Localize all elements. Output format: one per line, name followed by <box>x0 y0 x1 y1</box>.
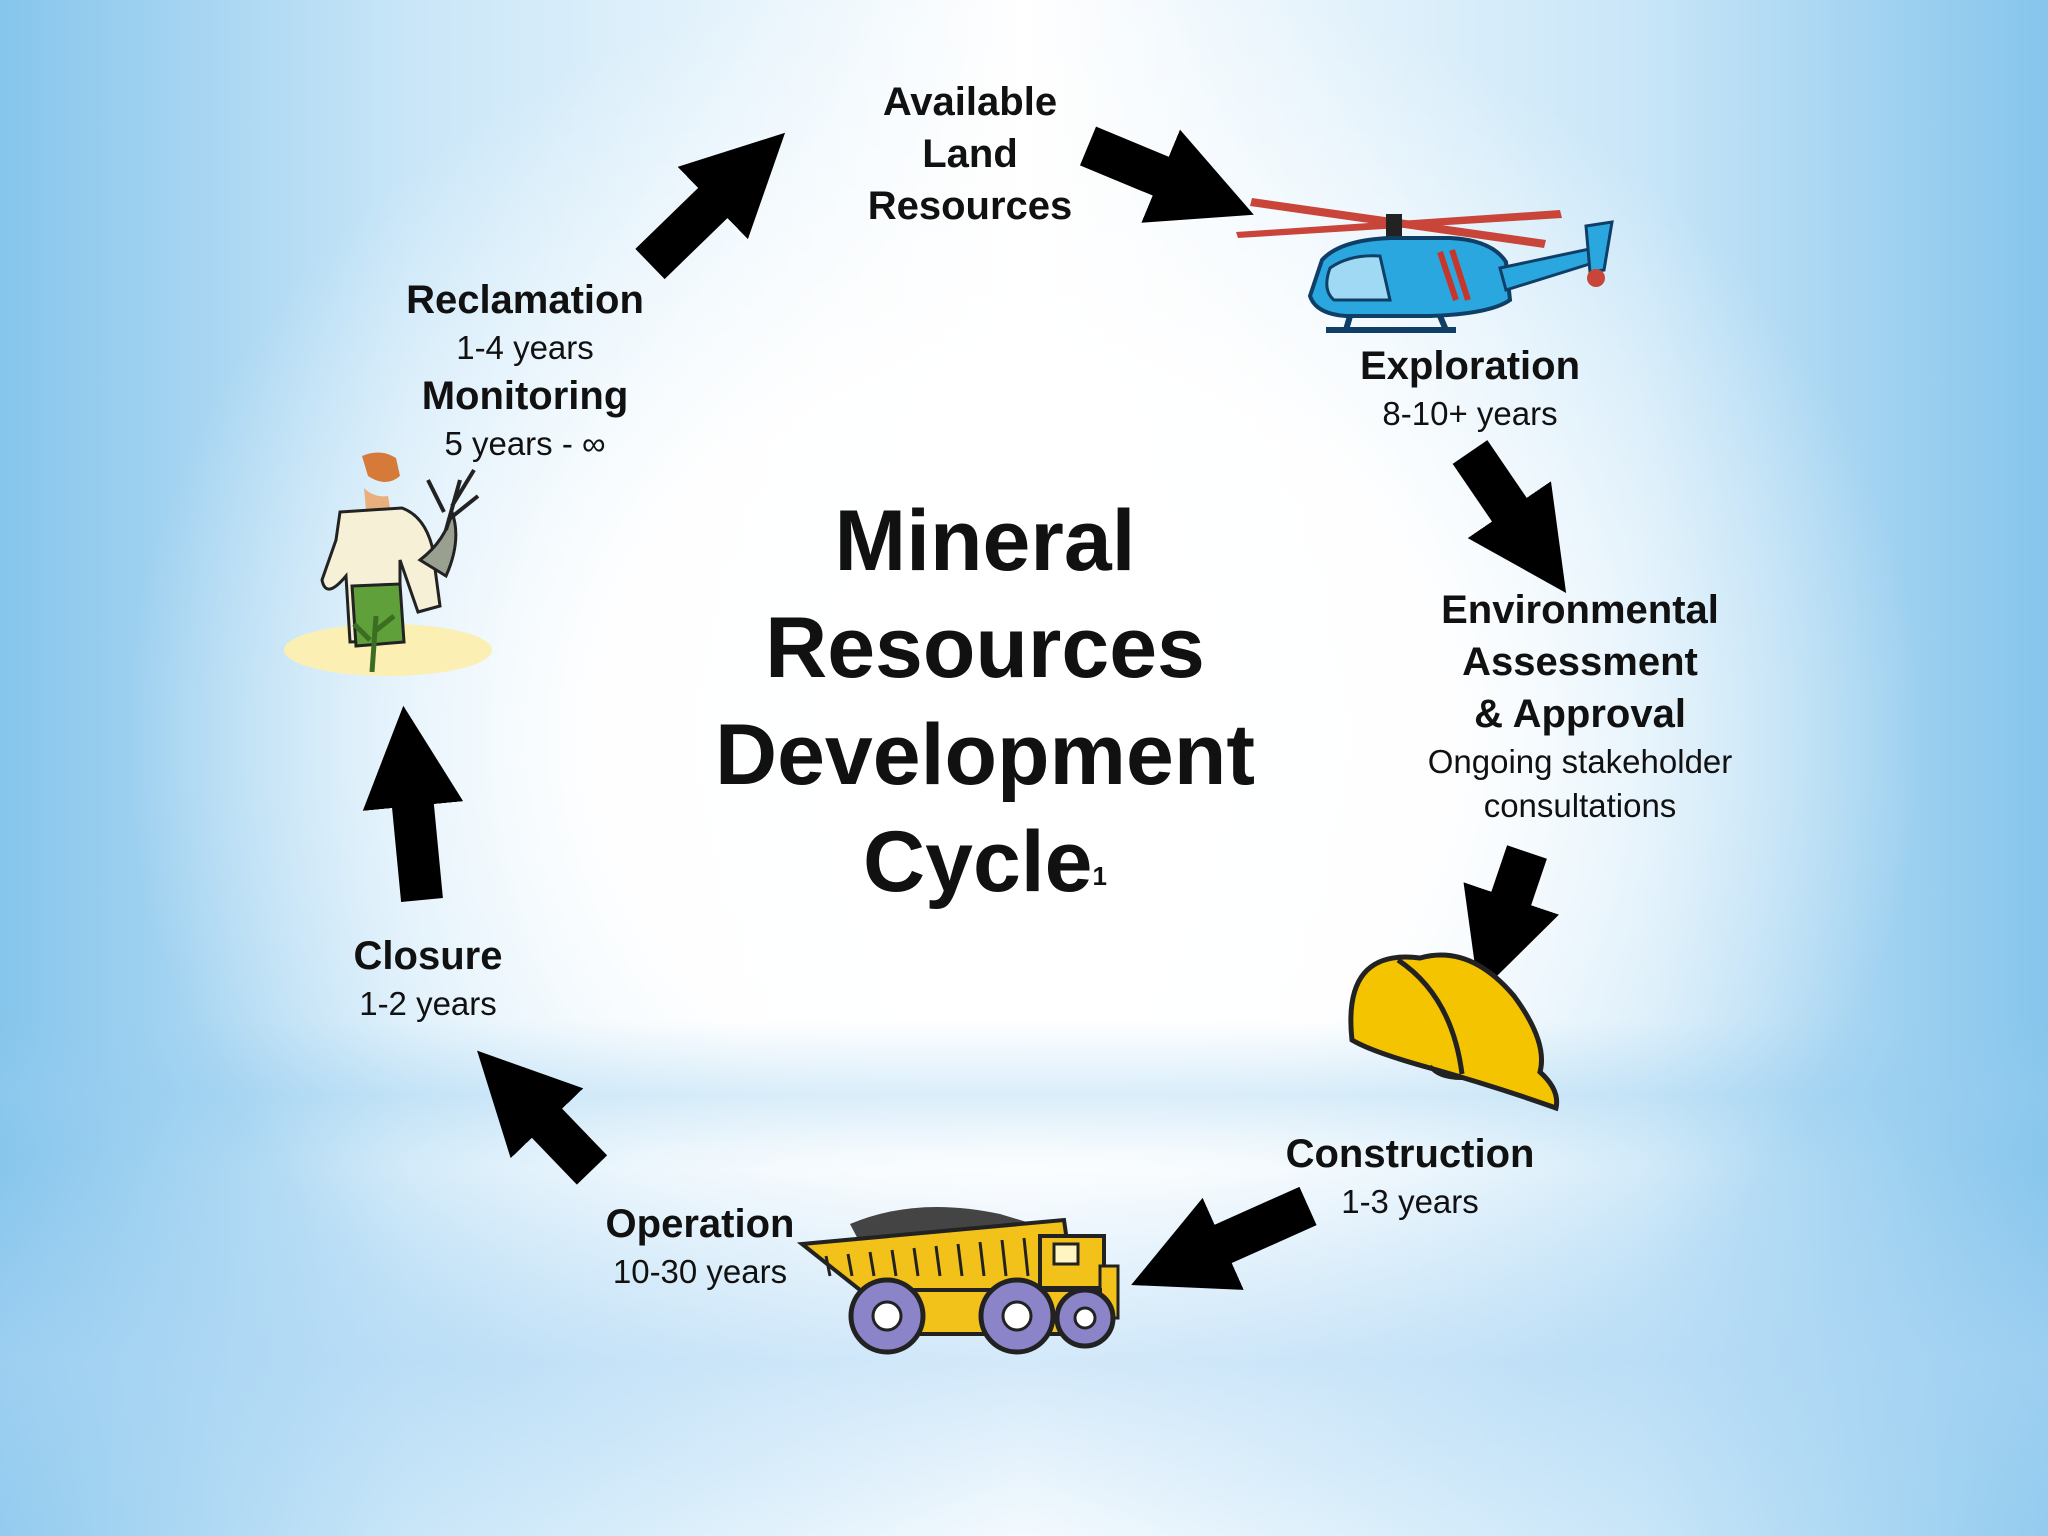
title-line: Resources <box>600 595 1370 702</box>
stage-title-line: Assessment <box>1380 636 1780 688</box>
arrow-exploration-to-assessment <box>1470 452 1515 518</box>
arrow-closure-to-reclamation <box>412 796 422 900</box>
title-line: Mineral <box>600 488 1370 595</box>
stage-title-line: & Approval <box>1380 688 1780 740</box>
stage-title: Closure <box>308 930 548 982</box>
planting-worker-icon <box>284 452 492 676</box>
monitoring-title: Monitoring <box>370 370 680 422</box>
stage-environmental-assessment: Environmental Assessment & Approval Ongo… <box>1380 584 1780 828</box>
stage-duration: 1-3 years <box>1240 1180 1580 1224</box>
stage-available-land: Available Land Resources <box>830 76 1110 232</box>
diagram-title: Mineral Resources Development Cycle1 <box>600 488 1370 916</box>
haul-truck-icon <box>802 1207 1118 1352</box>
stage-title: Construction <box>1240 1128 1580 1180</box>
title-line: Development <box>600 702 1370 809</box>
stage-reclamation: Reclamation 1-4 years Monitoring 5 years… <box>370 274 680 466</box>
stage-construction: Construction 1-3 years <box>1240 1128 1580 1224</box>
stage-note-line: consultations <box>1380 784 1780 828</box>
monitoring-duration: 5 years - ∞ <box>370 422 680 466</box>
stage-duration: 1-2 years <box>308 982 548 1026</box>
stage-duration: 8-10+ years <box>1300 392 1640 436</box>
stage-closure: Closure 1-2 years <box>308 930 548 1026</box>
title-line: Cycle <box>863 814 1093 910</box>
stage-duration: 1-4 years <box>370 326 680 370</box>
stage-exploration: Exploration 8-10+ years <box>1300 340 1640 436</box>
title-line-last: Cycle1 <box>600 809 1370 916</box>
footnote-mark: 1 <box>1093 861 1107 891</box>
hard-hat-icon <box>1351 955 1557 1108</box>
stage-duration: 10-30 years <box>560 1250 840 1294</box>
stage-title: Exploration <box>1300 340 1640 392</box>
helicopter-icon <box>1236 198 1612 330</box>
arrow-assessment-to-construction <box>1508 852 1527 908</box>
stage-note-line: Ongoing stakeholder <box>1380 740 1780 784</box>
arrow-reclamation-to-land <box>650 196 720 264</box>
arrow-operation-to-closure <box>540 1116 592 1170</box>
stage-title: Operation <box>560 1198 840 1250</box>
stage-title-line: Environmental <box>1380 584 1780 636</box>
stage-title-line: Land <box>830 128 1110 180</box>
stage-title: Reclamation <box>370 274 680 326</box>
stage-operation: Operation 10-30 years <box>560 1198 840 1294</box>
stage-title-line: Available <box>830 76 1110 128</box>
stage-title-line: Resources <box>830 180 1110 232</box>
